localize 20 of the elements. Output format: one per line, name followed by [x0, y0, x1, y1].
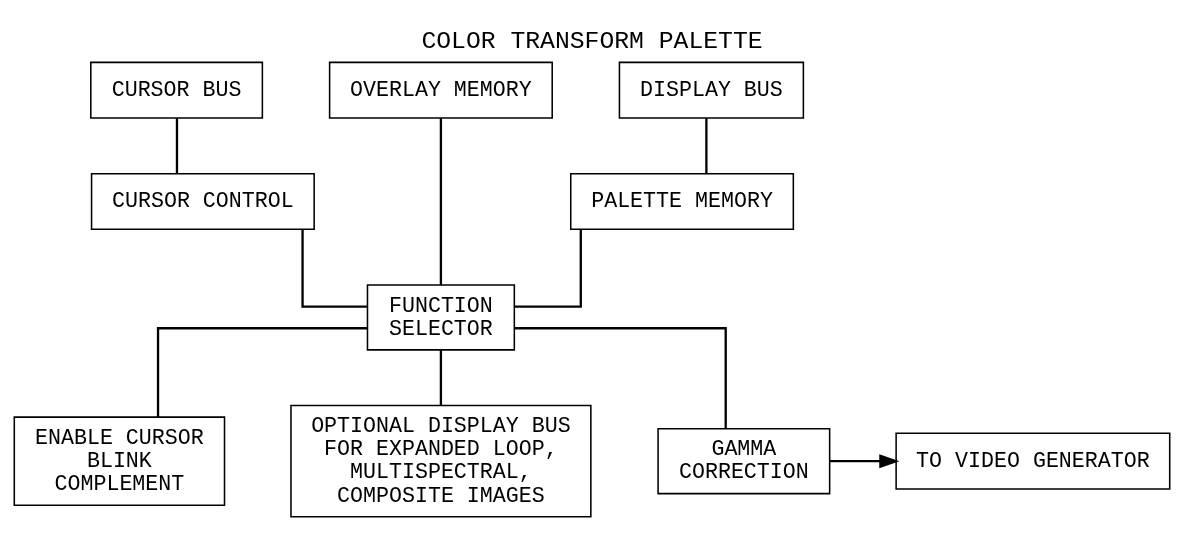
- node-box: CURSOR CONTROL: [90, 172, 315, 231]
- node-box: DISPLAY BUS: [618, 61, 805, 119]
- node-box: ENABLE CURSOR BLINK COMPLEMENT: [13, 416, 226, 506]
- node-box: TO VIDEO GENERATOR: [895, 432, 1171, 490]
- connector: [514, 229, 582, 308]
- node-box: OVERLAY MEMORY: [328, 61, 553, 119]
- connector: [156, 327, 368, 417]
- node-box: GAMMA CORRECTION: [657, 427, 831, 495]
- node-box: CURSOR BUS: [90, 61, 264, 119]
- diagram-title: COLOR TRANSFORM PALETTE: [421, 27, 763, 56]
- node-box: FUNCTION SELECTOR: [366, 284, 516, 351]
- connector: [301, 229, 368, 308]
- connector: [705, 118, 708, 174]
- connector: [515, 327, 727, 429]
- connector: [439, 350, 443, 405]
- connector: [175, 118, 179, 174]
- arrow: [829, 454, 900, 469]
- node-box: OPTIONAL DISPLAY BUS FOR EXPANDED LOOP, MULTISPECTRAL, COMPOSITE IMAGES: [290, 404, 592, 518]
- node-box: PALETTE MEMORY: [569, 172, 795, 231]
- connector: [439, 118, 443, 285]
